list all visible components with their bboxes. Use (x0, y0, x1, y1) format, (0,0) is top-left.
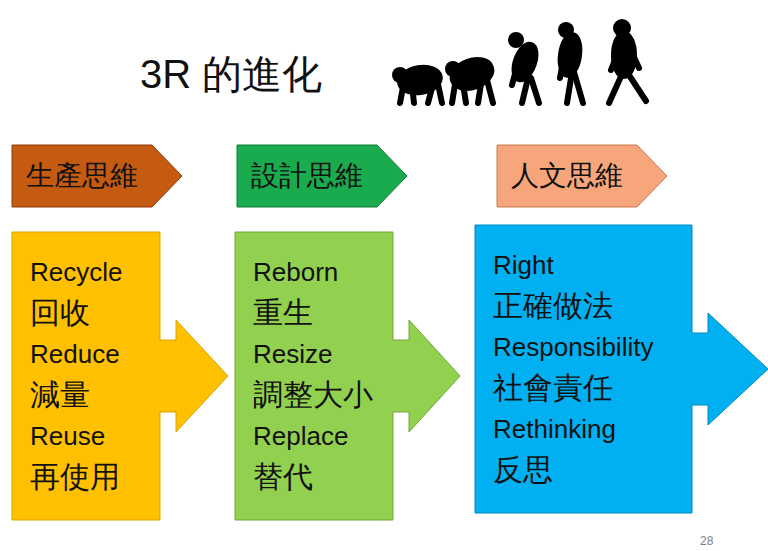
header-text: 設計思維 (251, 159, 363, 193)
english-term: Rethinking (493, 409, 616, 449)
hominid-figure (508, 32, 540, 103)
ape-figure (445, 55, 495, 103)
chinese-term: 回收 (30, 292, 90, 334)
chinese-term: 重生 (253, 292, 313, 334)
page-number: 28 (700, 534, 713, 548)
diagram-title: 3R 的進化 (140, 50, 322, 98)
chinese-term: 替代 (253, 456, 313, 498)
chinese-term: 反思 (493, 449, 553, 491)
principle-box: Right正確做法Responsibility社會責任Rethinking反思 (475, 225, 768, 513)
chinese-term: 社會責任 (493, 367, 613, 409)
english-term: Reduce (30, 334, 120, 374)
principle-box: Recycle回收Reduce減量Reuse再使用 (12, 232, 228, 520)
header-outline (12, 145, 182, 207)
header-outline (237, 145, 407, 207)
english-term: Responsibility (493, 327, 653, 367)
human-figure (609, 19, 646, 103)
thinking-header: 設計思維 (237, 145, 407, 207)
hominid-figure (558, 22, 583, 103)
chinese-term: 減量 (30, 374, 90, 416)
principle-box: Reborn重生Resize調整大小Replace替代 (235, 232, 460, 520)
chinese-term: 再使用 (30, 456, 120, 498)
evolution-silhouettes (392, 19, 646, 103)
thinking-header: 人文思維 (497, 145, 667, 207)
ape-figure (392, 65, 442, 103)
english-term: Right (493, 245, 554, 285)
english-term: Resize (253, 334, 332, 374)
header-text: 人文思維 (511, 159, 623, 193)
english-term: Reuse (30, 416, 105, 456)
box-outline (235, 232, 460, 520)
box-outline (475, 225, 768, 513)
header-outline (497, 145, 667, 207)
english-term: Recycle (30, 252, 122, 292)
thinking-header: 生產思維 (12, 145, 182, 207)
box-outline (12, 232, 228, 520)
chinese-term: 調整大小 (253, 374, 373, 416)
chinese-term: 正確做法 (493, 285, 613, 327)
english-term: Reborn (253, 252, 338, 292)
header-text: 生產思維 (26, 159, 138, 193)
english-term: Replace (253, 416, 348, 456)
